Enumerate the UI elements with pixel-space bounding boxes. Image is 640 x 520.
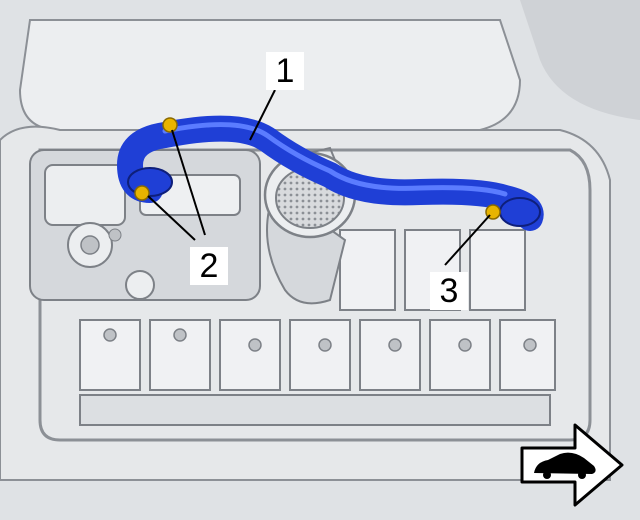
oil-baffle-grid: [79, 229, 556, 426]
bolt-markers: [134, 117, 501, 220]
callout-3: 3: [430, 272, 468, 310]
oil-pump-module: [29, 149, 261, 301]
callout-2: 2: [190, 247, 228, 285]
oil-strainer-pickup: [263, 146, 357, 305]
leader-lines: [147, 89, 491, 266]
callout-1: 1: [266, 52, 304, 90]
bolt-bottom-left: [134, 185, 150, 201]
car-forward-arrow-icon: [520, 423, 624, 507]
bolt-top-left: [162, 117, 178, 133]
